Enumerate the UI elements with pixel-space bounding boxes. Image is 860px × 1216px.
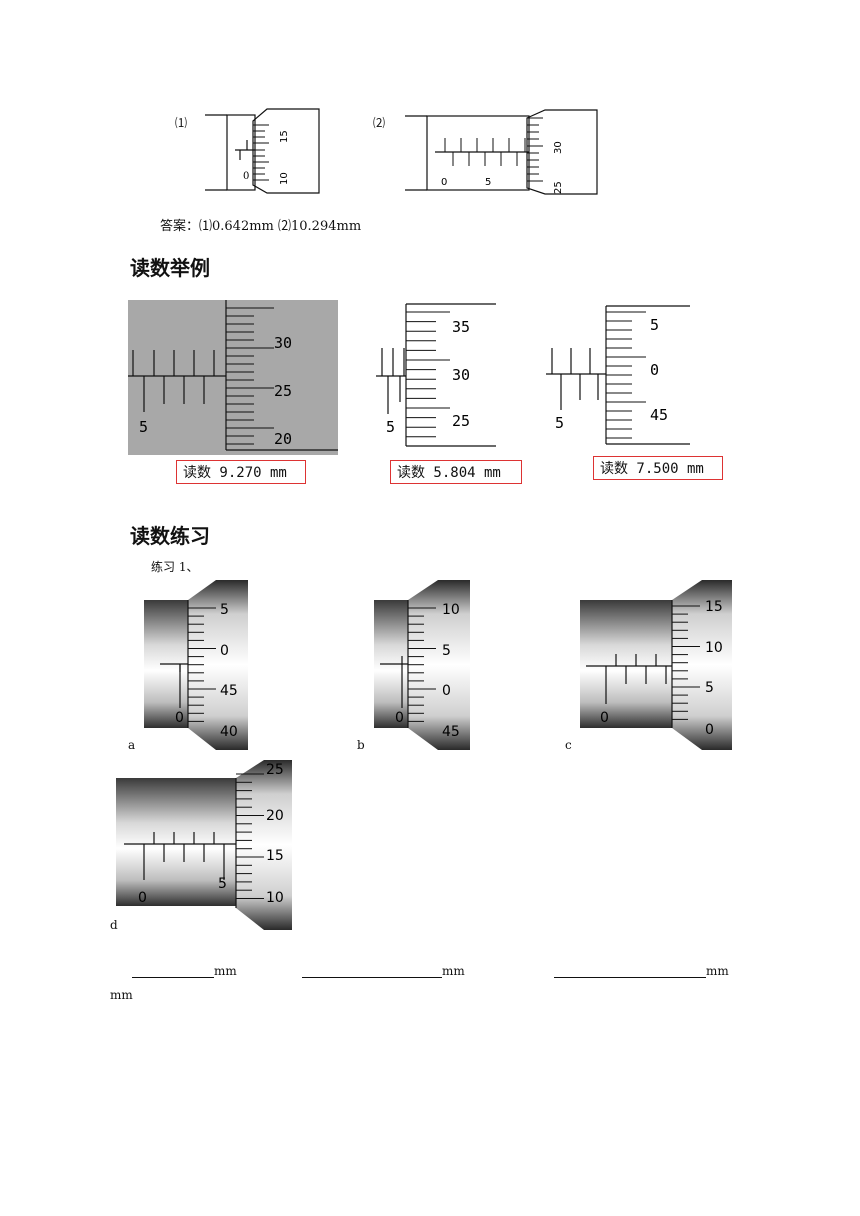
example2-thimble-25: 25 — [452, 412, 470, 430]
example3-thimble-0: 0 — [650, 361, 659, 379]
figure-label-1: ⑴ — [175, 116, 188, 130]
answer-blank-a[interactable]: mm — [132, 964, 237, 978]
practice-micrometer-a: 0 5 0 45 40 — [144, 580, 248, 750]
example-micrometer-2: 5 35 30 25 — [376, 303, 496, 447]
practice-a-thimble-40: 40 — [220, 724, 238, 740]
fig2-main-0: 0 — [441, 177, 447, 188]
example3-reading: 读数 7.500 mm — [593, 456, 723, 480]
practice-micrometer-d: 0 5 25 20 15 10 — [116, 760, 292, 930]
micrometer-figure-2: 0 5 30 25 — [405, 109, 598, 195]
example2-thimble-35: 35 — [452, 318, 470, 336]
fig2-main-5: 5 — [485, 177, 491, 188]
practice-a-thimble-0: 0 — [220, 643, 229, 659]
practice-c-thimble-10: 10 — [705, 640, 723, 656]
practice-heading: 读数练习 — [130, 524, 210, 548]
practice-b-thimble-10: 10 — [442, 602, 460, 618]
practice-b-letter: b — [357, 738, 365, 752]
example3-thimble-5: 5 — [650, 316, 659, 334]
practice-c-thimble-0: 0 — [705, 722, 714, 738]
example2-thimble-30: 30 — [452, 366, 470, 384]
example2-reading: 读数 5.804 mm — [390, 460, 522, 484]
examples-heading: 读数举例 — [130, 256, 210, 280]
figure-label-2: ⑵ — [373, 116, 386, 130]
practice-micrometer-b: 0 10 5 0 45 — [374, 580, 470, 750]
answer-blank-c[interactable]: mm — [554, 964, 729, 978]
practice-d-thimble-10: 10 — [266, 890, 284, 906]
unit-c: mm — [706, 964, 729, 978]
example1-reading: 读数 9.270 mm — [176, 460, 306, 484]
example-micrometer-1: 5 30 25 20 — [128, 300, 338, 455]
practice-c-letter: c — [565, 738, 572, 752]
example3-main-label: 5 — [555, 414, 564, 432]
example2-main-label: 5 — [386, 418, 395, 436]
practice-b-thimble-45: 45 — [442, 724, 460, 740]
unit-d: mm — [110, 988, 133, 1002]
practice-d-letter: d — [110, 918, 118, 932]
practice-c-thimble-5: 5 — [705, 680, 714, 696]
practice-micrometer-c: 0 15 10 5 0 — [580, 580, 732, 750]
practice-a-thimble-45: 45 — [220, 683, 238, 699]
fig1-thimble-15: 15 — [279, 130, 290, 143]
practice-a-main-0: 0 — [175, 710, 184, 726]
fig2-thimble-30: 30 — [553, 141, 564, 154]
example-micrometer-3: 5 5 0 45 — [546, 305, 690, 445]
practice-c-main-0: 0 — [600, 710, 609, 726]
blank-line-b[interactable] — [302, 965, 442, 978]
answer-text: 答案：⑴0.642mm ⑵10.294mm — [160, 219, 362, 234]
practice-d-thimble-20: 20 — [266, 808, 284, 824]
blank-line-c[interactable] — [554, 965, 706, 978]
practice-c-thimble-15: 15 — [705, 599, 723, 615]
practice-d-main-0: 0 — [138, 890, 147, 906]
practice-d-main-5: 5 — [218, 876, 227, 892]
practice-subheading: 练习 1、 — [151, 560, 199, 574]
fig2-thimble-25: 25 — [553, 181, 564, 194]
example3-thimble-45: 45 — [650, 406, 668, 424]
practice-b-main-0: 0 — [395, 710, 404, 726]
example1-thimble-30: 30 — [274, 334, 292, 352]
example1-thimble-20: 20 — [274, 430, 292, 448]
answer-blank-b[interactable]: mm — [302, 964, 465, 978]
fig1-thimble-10: 10 — [279, 172, 290, 185]
practice-a-thimble-5: 5 — [220, 602, 229, 618]
example1-thimble-25: 25 — [274, 382, 292, 400]
practice-a-letter: a — [128, 738, 136, 752]
practice-d-thimble-15: 15 — [266, 848, 284, 864]
blank-line-a[interactable] — [132, 965, 214, 978]
example1-main-label: 5 — [139, 418, 148, 436]
practice-d-thimble-25: 25 — [266, 762, 284, 778]
fig1-main-0: 0 — [243, 171, 249, 182]
unit-b: mm — [442, 964, 465, 978]
unit-a: mm — [214, 964, 237, 978]
practice-b-thimble-5: 5 — [442, 643, 451, 659]
practice-b-thimble-0: 0 — [442, 683, 451, 699]
micrometer-figure-1: 0 15 10 — [205, 108, 320, 194]
